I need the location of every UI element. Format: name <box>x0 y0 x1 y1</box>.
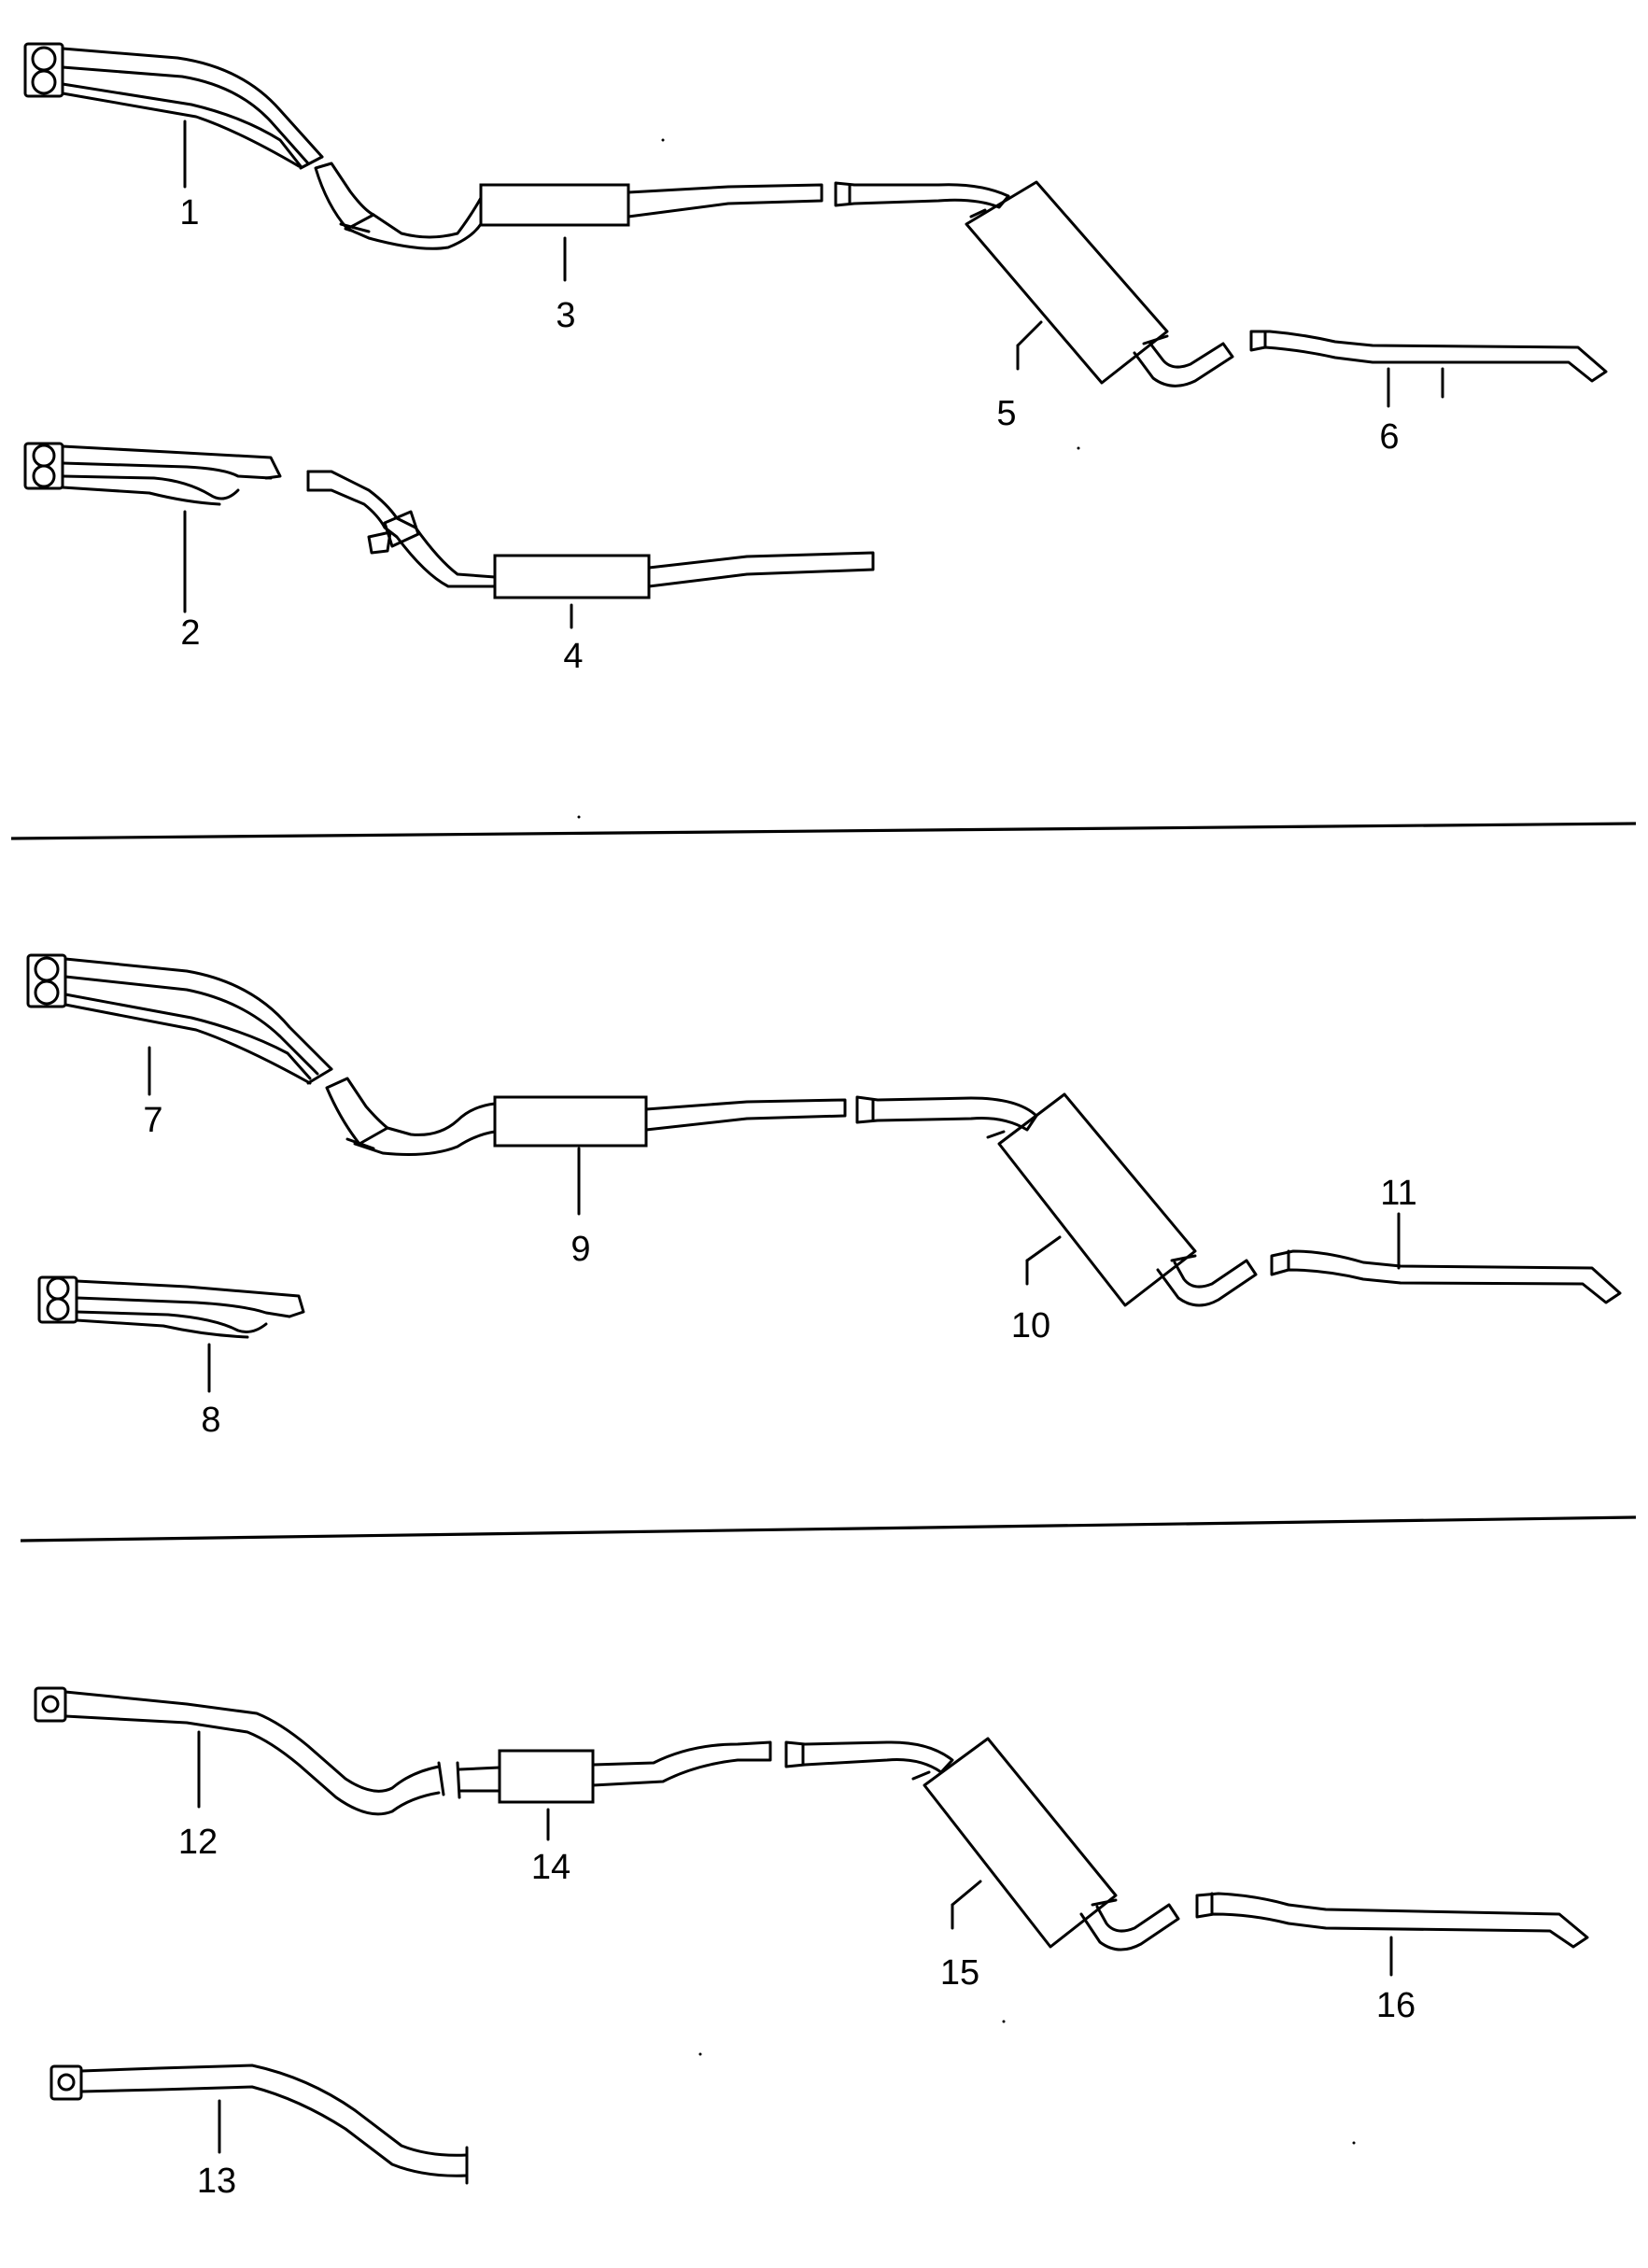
part-9-front-muffler-pipe <box>325 1077 847 1156</box>
part-14-middle-muffler <box>437 1740 772 1804</box>
part-2-header-pipe <box>23 442 282 506</box>
part-7-header-pipe <box>26 953 333 1085</box>
part-10-rear-muffler <box>855 1092 1258 1307</box>
part-3-front-muffler-pipe <box>314 162 824 250</box>
section-divider-1 <box>10 822 1637 840</box>
part-1-header-pipe <box>23 42 324 170</box>
part-8-header-pipe <box>37 1275 305 1339</box>
label-part-8: 8 <box>201 1401 220 1440</box>
part-5-rear-muffler <box>834 180 1234 387</box>
label-part-15: 15 <box>940 1953 979 1993</box>
label-part-1: 1 <box>179 193 199 232</box>
part-15-rear-muffler <box>784 1737 1180 1951</box>
section-3: 12 14 15 16 13 <box>34 1686 1589 2201</box>
label-part-5: 5 <box>996 394 1016 433</box>
label-part-9: 9 <box>570 1230 590 1269</box>
part-6-tailpipe <box>1249 330 1608 383</box>
section-divider-2 <box>20 1515 1637 1543</box>
section-1: 1 3 5 6 2 4 <box>23 42 1608 676</box>
part-12-downpipe <box>34 1686 441 1816</box>
label-part-6: 6 <box>1379 417 1399 457</box>
section-2: 7 9 10 11 8 <box>26 953 1622 1440</box>
label-part-11: 11 <box>1380 1174 1416 1213</box>
label-part-14: 14 <box>531 1848 570 1887</box>
part-11-tailpipe <box>1270 1249 1622 1304</box>
part-4-front-muffler-pipe <box>306 470 875 599</box>
label-part-12: 12 <box>178 1823 218 1862</box>
label-part-13: 13 <box>197 2162 236 2201</box>
label-part-2: 2 <box>180 613 200 653</box>
scan-specks <box>577 138 1356 2145</box>
label-part-3: 3 <box>556 296 575 335</box>
label-part-4: 4 <box>563 637 583 676</box>
label-part-16: 16 <box>1376 1986 1416 2025</box>
part-13-downpipe <box>49 2064 469 2185</box>
label-part-10: 10 <box>1011 1306 1050 1345</box>
part-16-tailpipe <box>1195 1892 1589 1949</box>
label-part-7: 7 <box>143 1101 162 1140</box>
